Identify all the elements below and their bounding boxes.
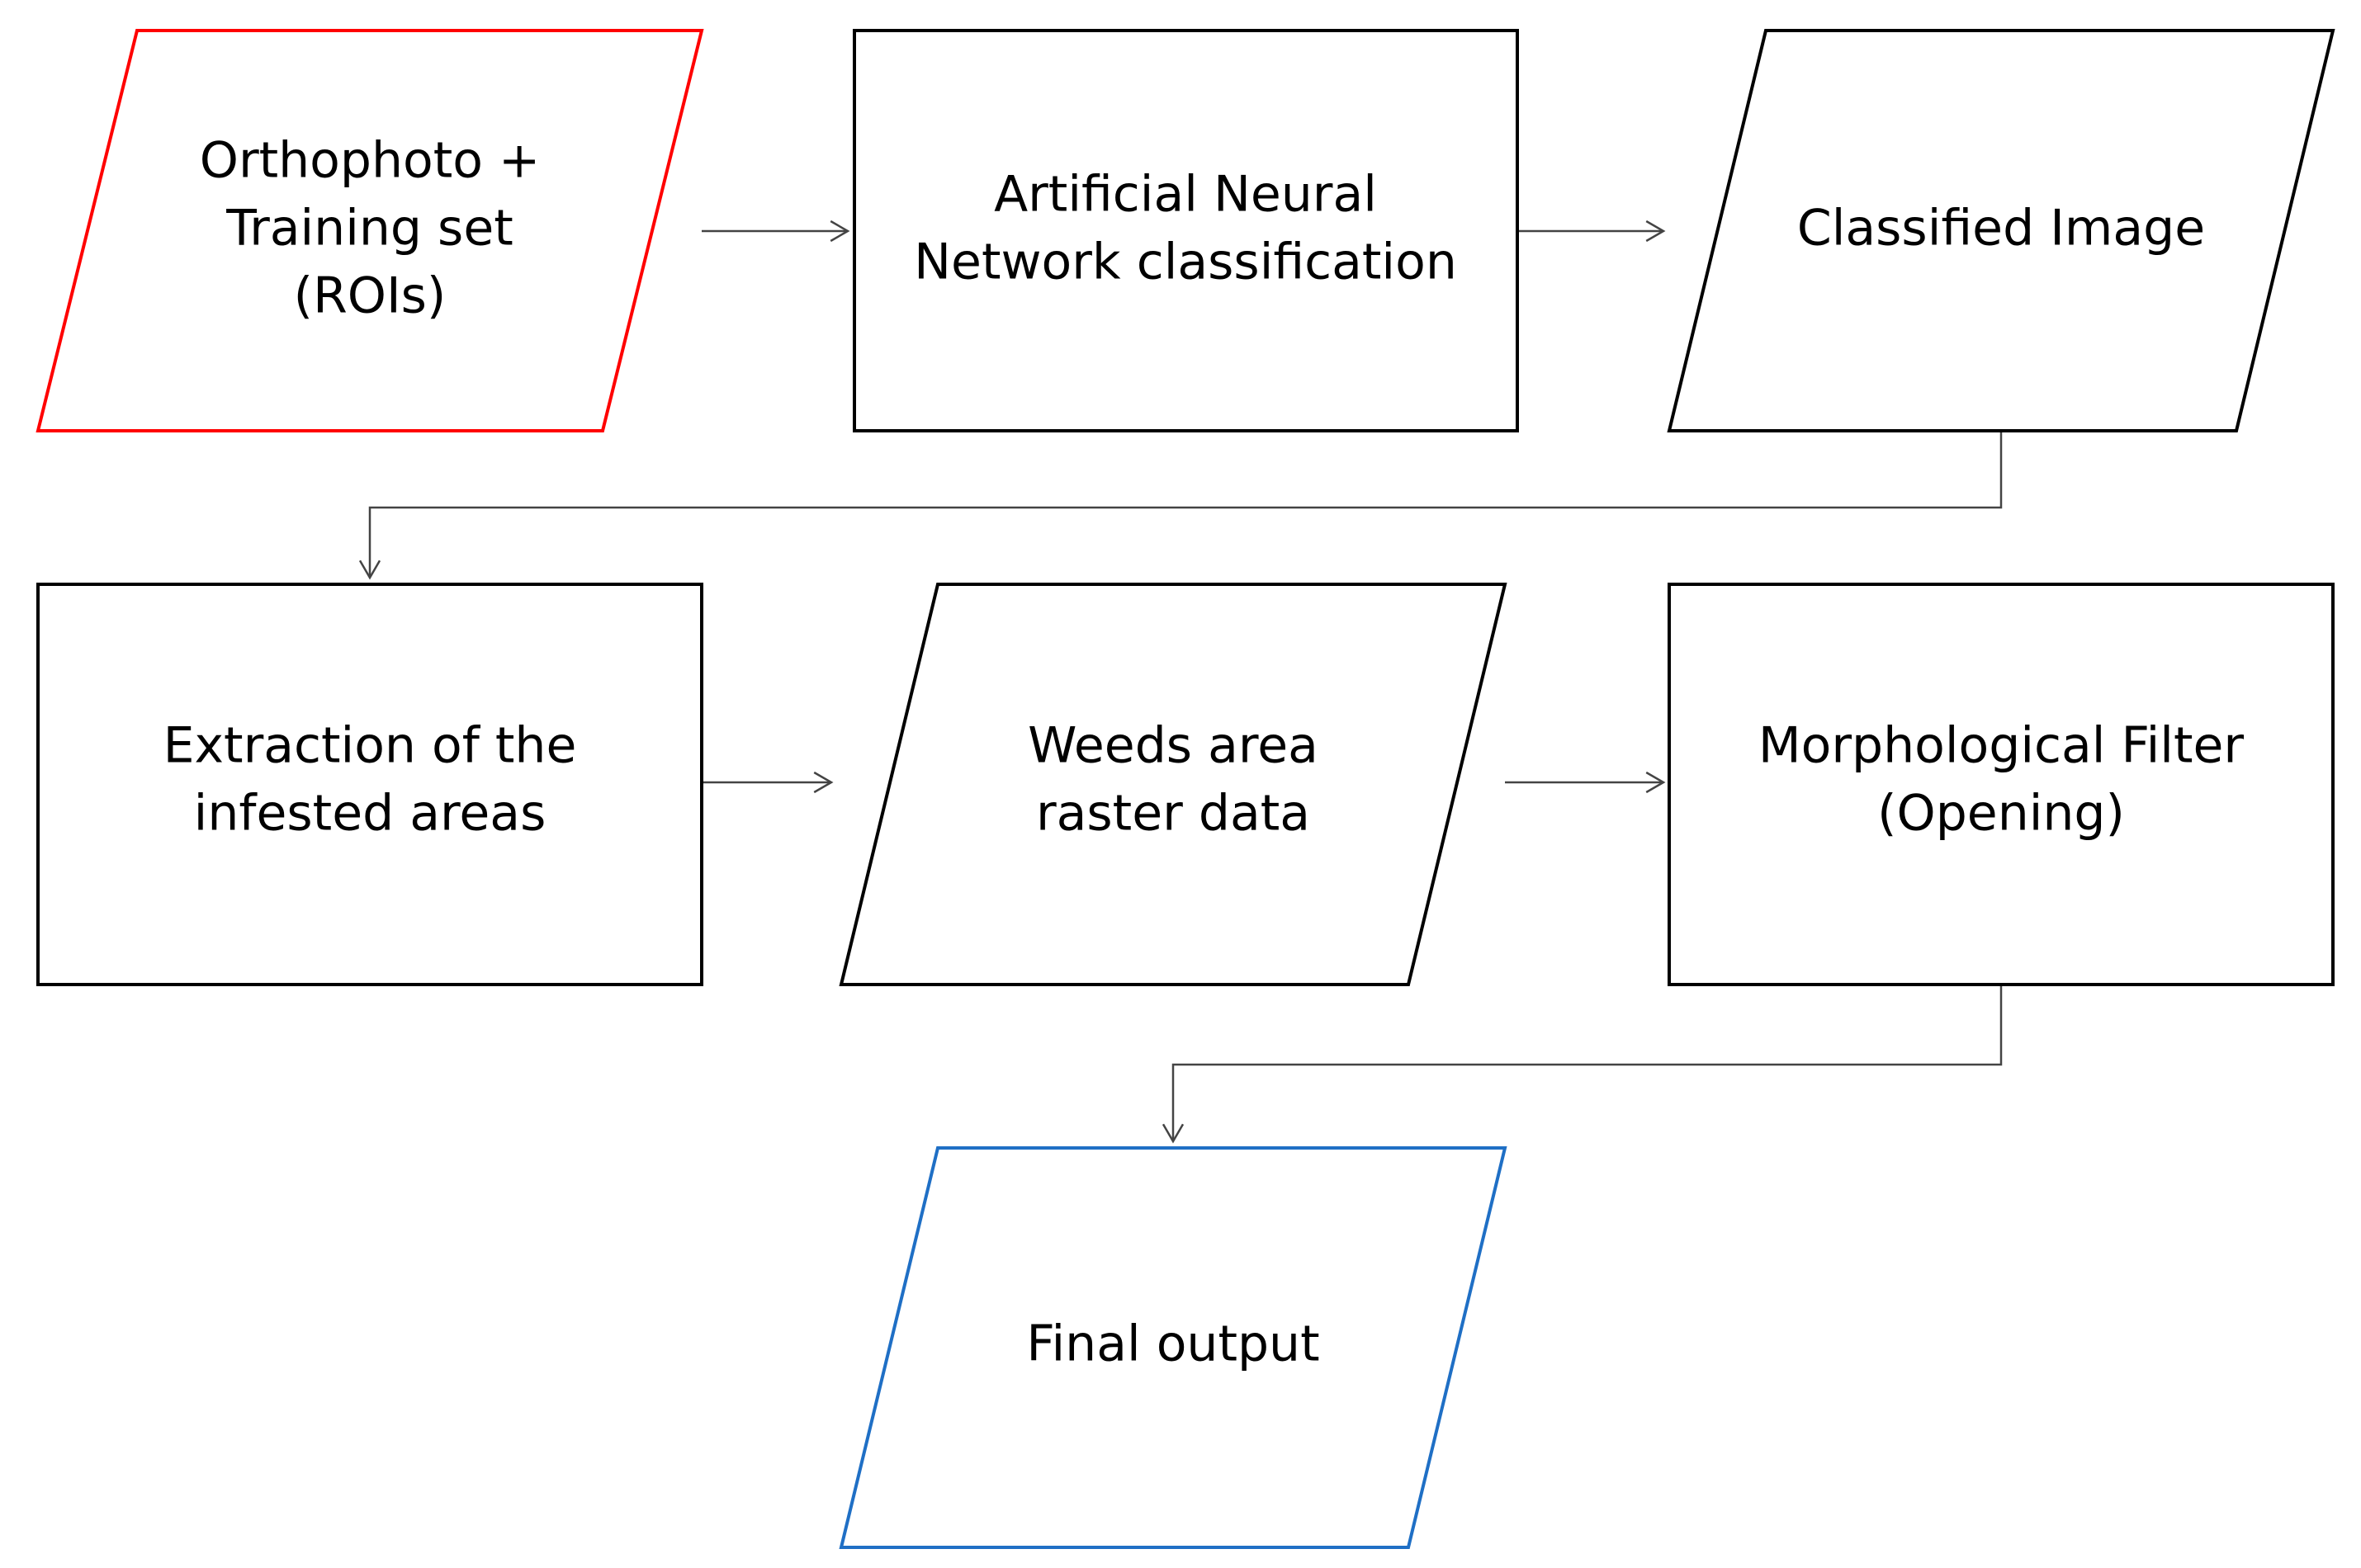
process-box xyxy=(36,583,703,986)
data-parallelogram xyxy=(1667,29,2335,432)
node-morph: Morphological Filter (Opening) xyxy=(1668,583,2335,986)
arrowhead xyxy=(1162,1123,1185,1144)
data-parallelogram xyxy=(35,29,704,432)
edge-extraction-to-weeds xyxy=(702,771,834,794)
node-weeds: Weeds area raster data xyxy=(839,583,1507,986)
node-label-line: Network classification xyxy=(914,234,1457,291)
edge-input-to-ann xyxy=(702,220,850,243)
node-label-line: Training set xyxy=(225,200,513,257)
node-label-line: Artificial Neural xyxy=(994,166,1377,224)
node-final: Final output xyxy=(839,1146,1507,1549)
edge-morph-to-final xyxy=(1162,985,2003,1144)
process-box xyxy=(1668,583,2335,986)
node-label-line: Morphological Filter xyxy=(1758,717,2245,775)
node-label-line: (ROIs) xyxy=(294,267,447,325)
node-extraction: Extraction of the infested areas xyxy=(36,583,703,986)
node-label-line: Classified Image xyxy=(1797,200,2205,257)
connector-line xyxy=(1171,985,2003,1141)
node-label-line: (Opening) xyxy=(1877,785,2125,843)
node-input: Orthophoto + Training set (ROIs) xyxy=(35,29,704,432)
nodes: Orthophoto + Training set (ROIs) Artificial… xyxy=(35,29,2335,1549)
node-label-line: infested areas xyxy=(194,785,546,843)
edge-ann-to-classified xyxy=(1517,220,1666,243)
arrowhead xyxy=(1645,771,1666,794)
data-parallelogram xyxy=(839,583,1507,986)
arrowhead xyxy=(358,560,381,580)
arrowhead xyxy=(813,771,834,794)
connector-line xyxy=(368,431,2003,578)
node-label-line: Weeds area xyxy=(1028,717,1318,775)
node-label-line: Extraction of the xyxy=(163,717,577,775)
edge-classified-to-extraction xyxy=(358,431,2003,580)
process-box xyxy=(853,29,1519,432)
data-parallelogram xyxy=(839,1146,1507,1549)
node-label-line: raster data xyxy=(1036,785,1310,843)
arrowhead xyxy=(1645,220,1666,243)
node-classified: Classified Image xyxy=(1667,29,2335,432)
node-label-line: Orthophoto + xyxy=(200,132,541,190)
node-label-line: Final output xyxy=(1026,1315,1319,1373)
arrowhead xyxy=(830,220,850,243)
connectors xyxy=(358,220,2003,1144)
edge-weeds-to-morph xyxy=(1505,771,1666,794)
